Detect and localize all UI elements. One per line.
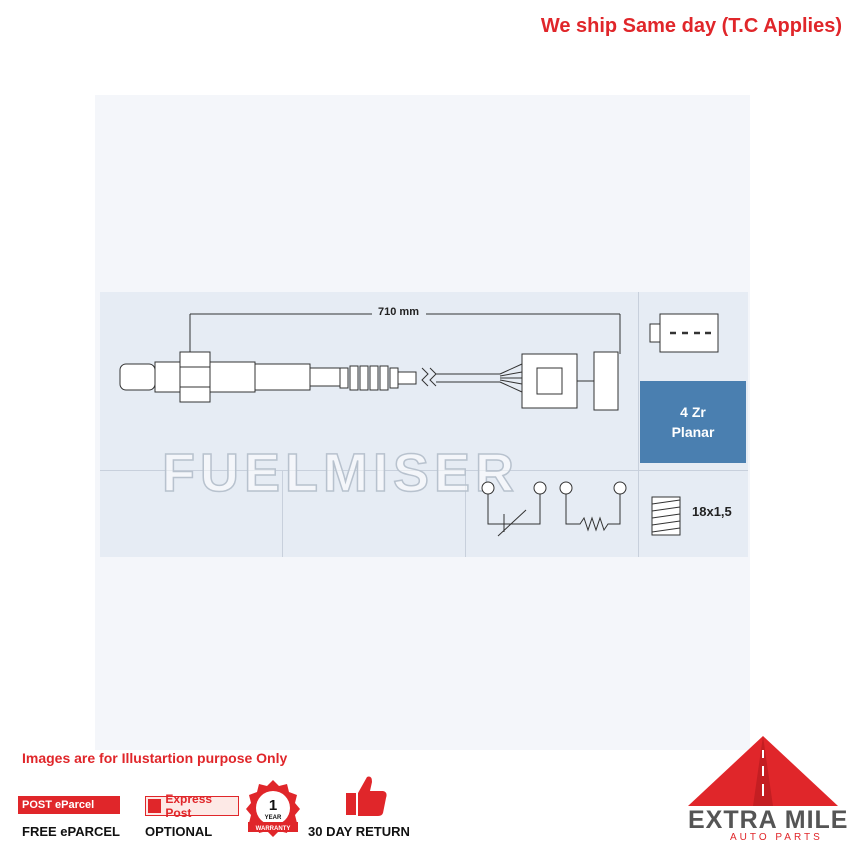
length-label: 710 mm (378, 306, 419, 318)
illustration-disclaimer: Images are for Illustartion purpose Only (22, 750, 288, 766)
optional-caption: OPTIONAL (145, 824, 213, 839)
warranty-number: 1 (269, 797, 277, 814)
express-post-logo: Express Post (145, 792, 239, 820)
free-eparcel-caption: FREE ePARCEL (22, 824, 120, 839)
thread-size-label: 18x1,5 (692, 504, 732, 519)
ship-notice: We ship Same day (T.C Applies) (540, 15, 842, 37)
warranty-ribbon: WARRANTY (256, 826, 291, 832)
extra-mile-road-logo (688, 736, 838, 806)
sensor-type-box: 4 Zr Planar (640, 381, 746, 463)
sensor-type-line2: Planar (671, 424, 715, 440)
brand-title: EXTRA MILE (688, 806, 849, 834)
sensor-type-line1: 4 Zr (680, 404, 706, 420)
divider-horizontal (100, 470, 748, 471)
product-diagram: FUELMISER (100, 292, 748, 557)
divider-vertical (282, 470, 283, 557)
divider-vertical (465, 470, 466, 557)
thumbs-up-icon (346, 776, 387, 816)
brand-subtitle: AUTO PARTS (730, 832, 823, 843)
oxygen-sensor-drawing (119, 306, 719, 537)
divider-vertical (638, 292, 639, 557)
return-caption: 30 DAY RETURN (308, 824, 410, 839)
brand-watermark: FUELMISER (161, 442, 520, 504)
warranty-seal-icon: 1 YEAR WARRANTY (246, 780, 300, 837)
auspost-icon (148, 799, 162, 813)
auspost-eparcel-logo: POST eParcel (18, 796, 120, 814)
warranty-unit: YEAR (265, 815, 282, 821)
auspost-logo-text: POST eParcel (22, 799, 95, 811)
express-logo-text: Express Post (165, 792, 213, 820)
